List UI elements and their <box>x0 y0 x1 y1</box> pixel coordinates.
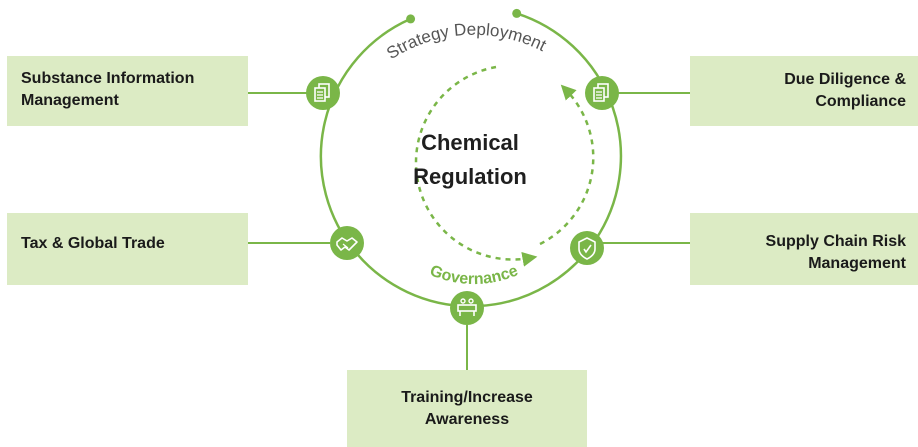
box-substance-line2: Management <box>21 92 119 109</box>
ring-end-dot-left <box>406 14 416 24</box>
center-title: Chemical Regulation <box>380 126 560 194</box>
inner-dashed-arc-left <box>414 65 538 267</box>
box-supply-chain-risk: Supply Chain Risk Management <box>690 213 918 285</box>
box-tax-global-trade: Tax & Global Trade <box>7 213 248 285</box>
box-supply-chain-line1: Supply Chain Risk <box>765 233 906 250</box>
box-substance-line1: Substance Information <box>21 70 195 87</box>
box-due-diligence-line1: Due Diligence & <box>784 71 906 88</box>
center-title-line1: Chemical <box>421 130 519 155</box>
box-substance-information: Substance Information Management <box>7 56 248 126</box>
strategy-deployment-label: Strategy Deployment <box>383 20 549 63</box>
box-training: Training/Increase Awareness <box>347 370 587 447</box>
box-training-line2: Awareness <box>424 410 510 428</box>
box-tax-line1: Tax & Global Trade <box>21 235 165 252</box>
box-supply-chain-line2: Management <box>808 255 906 272</box>
handshake-icon <box>330 226 364 260</box>
box-training-line1: Training/Increase <box>401 388 533 406</box>
box-due-diligence: Due Diligence & Compliance <box>690 56 918 126</box>
box-due-diligence-line2: Compliance <box>815 93 906 110</box>
documents-icon <box>585 76 619 110</box>
governance-label: Governance <box>427 262 520 288</box>
shield-check-icon <box>570 231 604 265</box>
documents-icon <box>306 76 340 110</box>
inner-dashed-arc-right <box>539 84 595 246</box>
center-title-line2: Regulation <box>413 164 527 189</box>
meeting-table-icon <box>450 291 484 325</box>
ring-end-dot-right <box>512 8 522 18</box>
